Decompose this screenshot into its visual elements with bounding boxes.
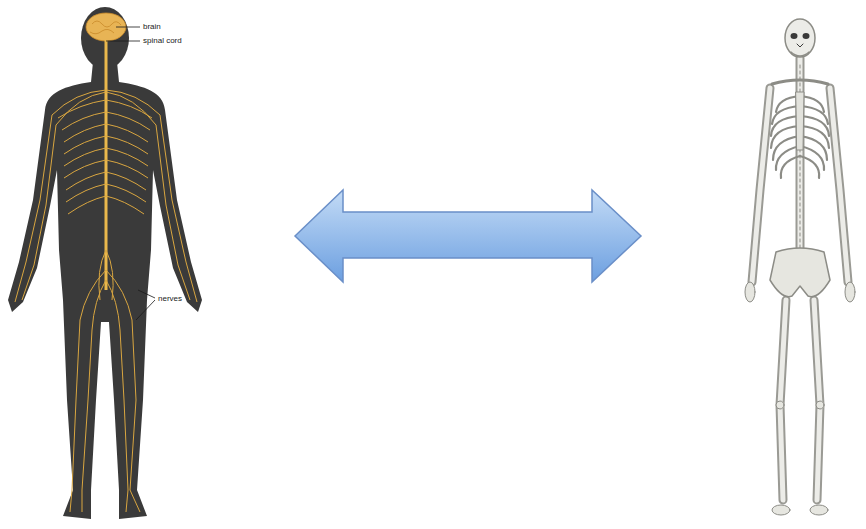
skeleton-figure bbox=[745, 19, 855, 515]
double-arrow bbox=[295, 190, 641, 282]
nerve-lines bbox=[15, 90, 197, 512]
part-label: nerves bbox=[157, 294, 183, 304]
part-label: spinal cord bbox=[142, 36, 183, 46]
part-label: brain bbox=[142, 22, 162, 32]
leader-lines bbox=[106, 27, 155, 320]
nervous-system-figure bbox=[8, 7, 202, 519]
